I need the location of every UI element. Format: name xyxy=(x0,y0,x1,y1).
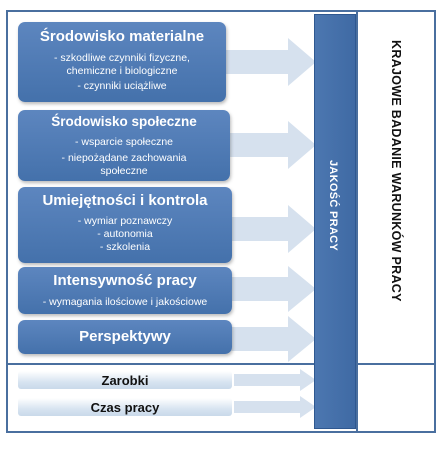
box-item: - wsparcie społeczne xyxy=(74,136,174,148)
box-item: - szkolenia xyxy=(99,241,151,253)
box-title: Środowisko materialne xyxy=(39,28,205,45)
box-perspektywy: Perspektywy xyxy=(18,320,232,354)
arrow-icon xyxy=(226,266,316,312)
box-item: - niepożądane zachowania xyxy=(61,152,187,164)
box-srodowisko-spoleczne: Środowisko społeczne - wsparcie społeczn… xyxy=(18,110,230,181)
section-divider xyxy=(6,363,436,365)
box-umiejetnosci-i-kontrola: Umiejętności i kontrola - wymiar poznawc… xyxy=(18,187,232,263)
arrow-icon xyxy=(234,396,316,418)
center-column-jakosc-pracy xyxy=(314,14,356,429)
arrow-icon xyxy=(226,316,316,362)
right-column-border xyxy=(356,10,358,433)
diagram-frame xyxy=(6,10,436,433)
box-item: chemiczne i biologiczne xyxy=(66,65,178,77)
box-item: - wymiar poznawczy xyxy=(77,215,173,227)
arrow-icon xyxy=(226,38,316,86)
box-item: - szkodliwe czynniki fizyczne, xyxy=(54,52,190,64)
box-title: Perspektywy xyxy=(79,328,171,345)
arrow-icon xyxy=(226,121,316,169)
bar-czas-pracy: Czas pracy xyxy=(18,398,232,416)
box-srodowisko-materialne: Środowisko materialne - szkodliwe czynni… xyxy=(18,22,226,102)
box-title: Intensywność pracy xyxy=(53,272,197,289)
box-title: Środowisko społeczne xyxy=(51,114,197,129)
bar-zarobki: Zarobki xyxy=(18,371,232,389)
arrow-icon xyxy=(226,205,316,253)
box-title: Umiejętności i kontrola xyxy=(42,192,208,209)
arrow-icon xyxy=(234,369,316,391)
box-intensywnosc-pracy: Intensywność pracy - wymagania ilościowe… xyxy=(18,267,232,314)
right-label: KRAJOWE BADANIE WARUNKÓW PRACY xyxy=(389,40,403,302)
box-item: - autonomia xyxy=(97,228,153,240)
center-label: JAKOŚĆ PRACY xyxy=(327,160,339,252)
box-item: - wymagania ilościowe i jakościowe xyxy=(42,296,208,308)
box-item: społeczne xyxy=(100,165,148,177)
box-item: - czynniki uciążliwe xyxy=(77,80,167,92)
